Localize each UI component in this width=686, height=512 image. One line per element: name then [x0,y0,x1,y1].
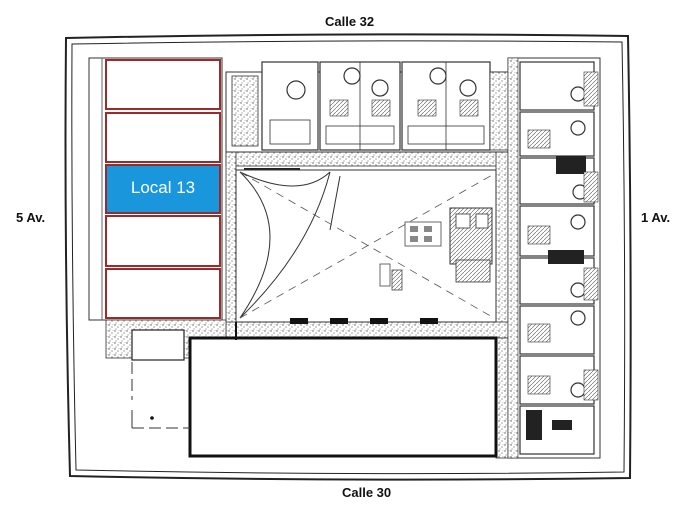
local-13-label: Local 13 [131,178,195,197]
east-apartments [507,57,601,459]
street-label-east: 1 Av. [641,210,671,225]
north-apartments [225,61,517,153]
local-unit[interactable] [105,112,221,163]
local-unit[interactable] [105,215,221,267]
local-unit[interactable] [105,268,221,319]
street-label-south: Calle 30 [342,485,392,500]
west-commercial-block: Local 13 [88,57,223,321]
local-13-unit[interactable] [105,164,221,214]
street-label-west: 5 Av. [16,210,46,225]
lot-boundary [64,33,632,481]
central-courtyard [235,169,497,323]
local-unit[interactable] [105,59,221,110]
street-label-north: Calle 32 [325,14,375,29]
southwest-annex [131,362,190,429]
south-commercial-block [188,318,498,458]
